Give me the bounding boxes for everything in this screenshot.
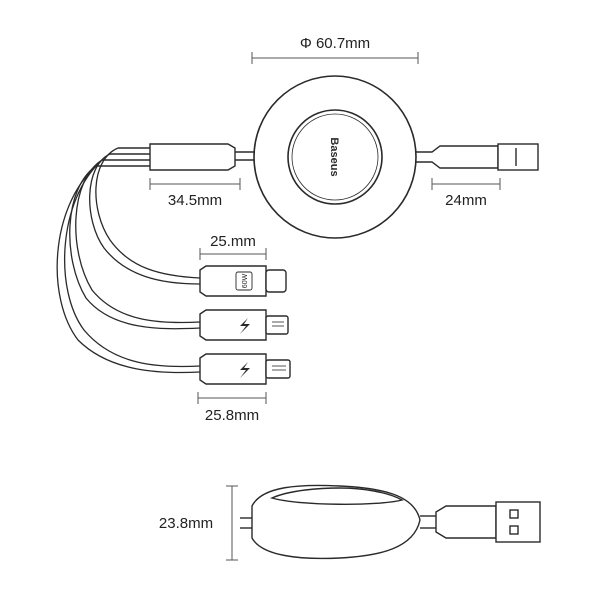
brand-logo: Baseus	[328, 137, 340, 176]
reel-side-view	[240, 484, 541, 560]
micro-usb-connector	[199, 353, 291, 385]
hub-length-dimension: 34.5mm	[149, 178, 241, 209]
usb-cable	[416, 143, 539, 171]
micro-length-label: 25.8mm	[205, 407, 259, 424]
diameter-dimension: Φ 60.7mm	[251, 35, 419, 64]
lightning-connector	[199, 309, 289, 341]
diameter-label: Φ 60.7mm	[300, 35, 370, 52]
cable-reel: Baseus	[253, 75, 417, 239]
lightning-bolt-icon	[240, 318, 250, 334]
hub-length-label: 34.5mm	[168, 192, 222, 209]
bolt-icon	[240, 362, 250, 378]
usb-length-dimension: 24mm	[431, 178, 501, 209]
usb-length-label: 24mm	[445, 192, 487, 209]
cable-curves	[56, 147, 201, 374]
cable-bundle	[96, 143, 254, 171]
micro-length-dimension: 25.8mm	[197, 392, 267, 424]
typec-connector: 60W	[199, 265, 287, 297]
body-height-dimension: 23.8mm	[159, 485, 238, 561]
pd-60w-badge-icon: 60W	[242, 273, 249, 288]
typec-length-label: 25.mm	[210, 233, 256, 250]
typec-length-dimension: 25.mm	[199, 233, 267, 260]
body-height-label: 23.8mm	[159, 515, 213, 532]
